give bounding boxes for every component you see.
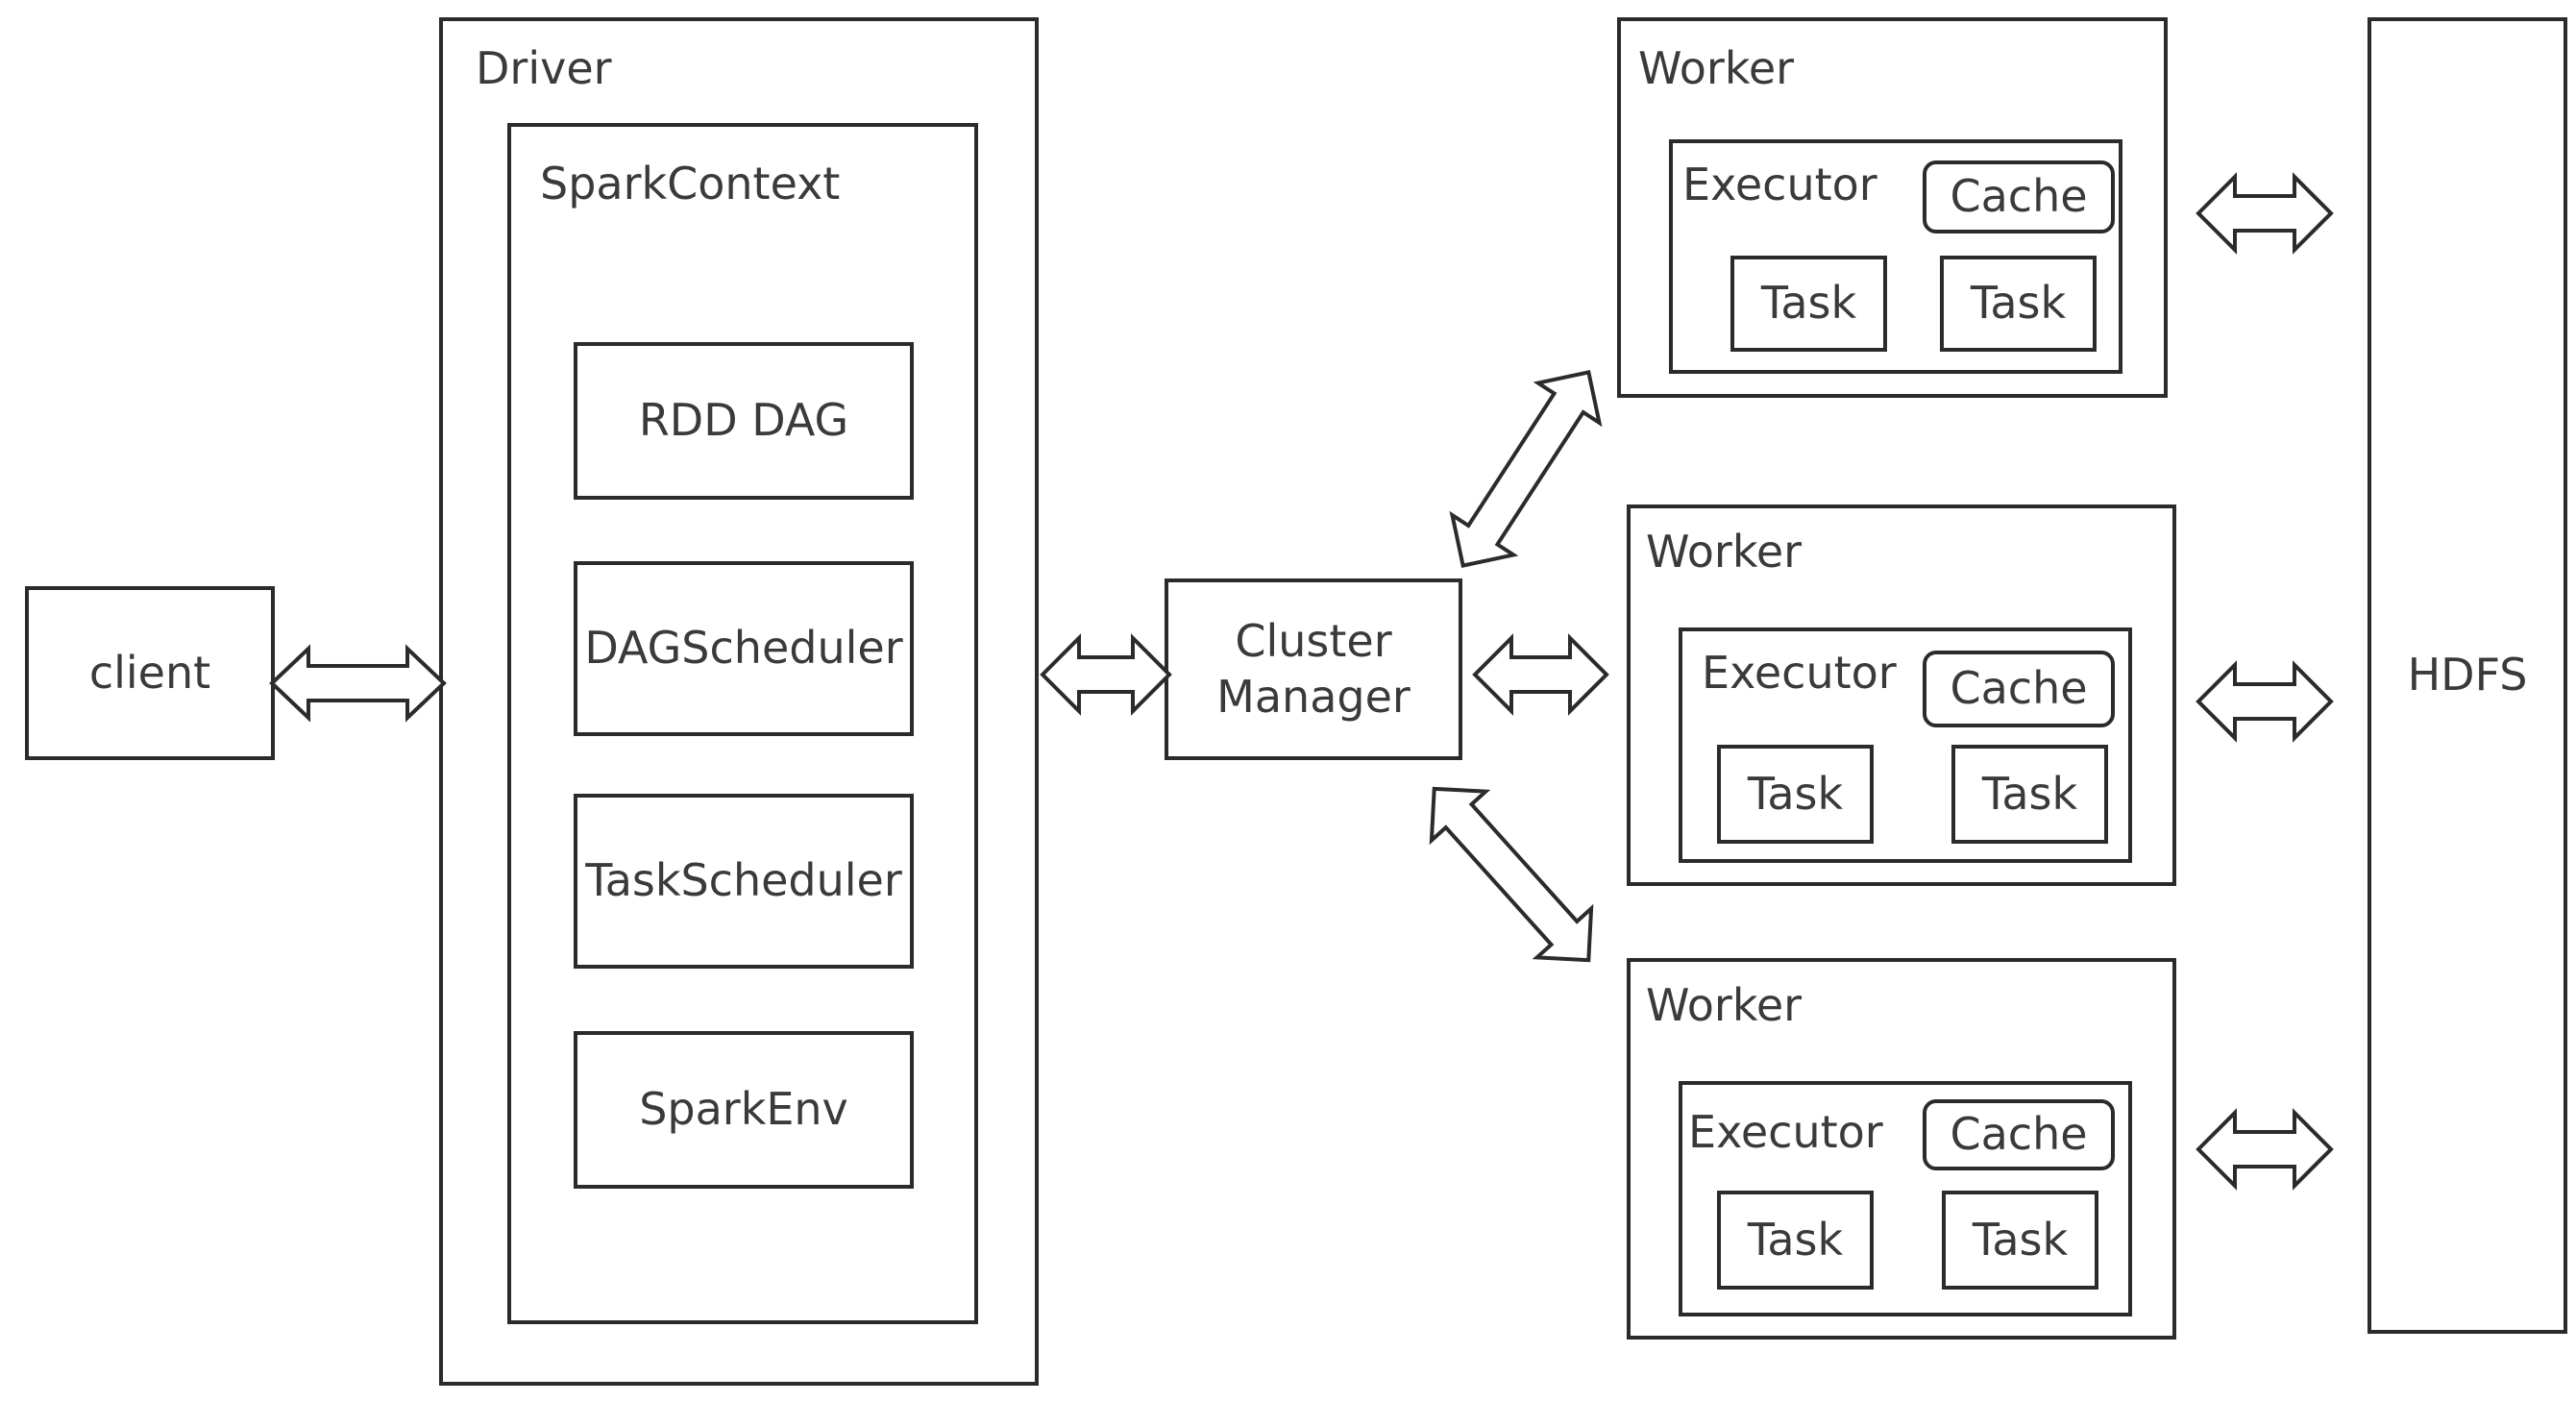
task-box: Task	[1730, 256, 1887, 352]
task-scheduler-label: TaskScheduler	[585, 854, 902, 907]
cluster-manager-worker-arrow	[1472, 633, 1609, 716]
task-box: Task	[1717, 1191, 1874, 1290]
executor-box: Executor Cache Task Task	[1679, 1081, 2132, 1316]
hdfs-box: HDFS	[2367, 17, 2567, 1334]
executor-label: Executor	[1682, 159, 1877, 210]
client-box: client	[25, 586, 275, 760]
rdd-dag-label: RDD DAG	[638, 394, 849, 447]
hdfs-label: HDFS	[2407, 649, 2528, 701]
client-driver-arrow	[269, 644, 447, 723]
spark-context-box: SparkContext RDD DAG DAGScheduler TaskSc…	[507, 123, 978, 1324]
worker-box: Worker Executor Cache Task Task	[1627, 504, 2176, 886]
spark-env-box: SparkEnv	[574, 1031, 914, 1189]
task-label: Task	[1970, 277, 2067, 330]
worker-hdfs-arrow	[2196, 1108, 2334, 1191]
cluster-manager-label-line2: Manager	[1216, 670, 1411, 723]
task-label: Task	[1760, 277, 1857, 330]
worker-box: Worker Executor Cache Task Task	[1617, 17, 2168, 398]
cache-box: Cache	[1923, 160, 2115, 234]
cache-box: Cache	[1923, 1099, 2115, 1170]
cluster-manager-worker-arrow	[1449, 369, 1603, 569]
worker-hdfs-arrow	[2196, 172, 2334, 255]
worker-label: Worker	[1638, 42, 1795, 94]
task-box: Task	[1942, 1191, 2098, 1290]
task-box: Task	[1940, 256, 2097, 352]
executor-label: Executor	[1702, 647, 1897, 699]
cache-label: Cache	[1950, 662, 2088, 715]
driver-box: Driver SparkContext RDD DAG DAGScheduler…	[439, 17, 1039, 1386]
dag-scheduler-box: DAGScheduler	[574, 561, 914, 736]
task-label: Task	[1981, 767, 2078, 820]
driver-label: Driver	[476, 42, 612, 94]
executor-box: Executor Cache Task Task	[1679, 627, 2132, 863]
rdd-dag-box: RDD DAG	[574, 342, 914, 500]
spark-context-label: SparkContext	[540, 158, 841, 209]
task-label: Task	[1747, 767, 1844, 820]
client-label: client	[88, 646, 211, 699]
cache-box: Cache	[1923, 651, 2115, 727]
dag-scheduler-label: DAGScheduler	[584, 622, 903, 675]
driver-cluster-manager-arrow	[1040, 633, 1172, 716]
task-label: Task	[1972, 1213, 2069, 1266]
cluster-manager-worker-arrow	[1429, 786, 1594, 963]
cache-label: Cache	[1950, 170, 2088, 223]
task-box: Task	[1951, 745, 2108, 844]
task-label: Task	[1747, 1213, 1844, 1266]
task-box: Task	[1717, 745, 1874, 844]
worker-box: Worker Executor Cache Task Task	[1627, 958, 2176, 1340]
worker-hdfs-arrow	[2196, 660, 2334, 743]
executor-label: Executor	[1688, 1106, 1883, 1158]
worker-label: Worker	[1646, 526, 1803, 578]
worker-label: Worker	[1646, 979, 1803, 1031]
cluster-manager-box: Cluster Manager	[1165, 578, 1462, 760]
executor-box: Executor Cache Task Task	[1669, 139, 2122, 374]
task-scheduler-box: TaskScheduler	[574, 794, 914, 969]
cluster-manager-label-line1: Cluster	[1235, 615, 1392, 667]
cache-label: Cache	[1950, 1108, 2088, 1161]
spark-env-label: SparkEnv	[639, 1083, 848, 1136]
